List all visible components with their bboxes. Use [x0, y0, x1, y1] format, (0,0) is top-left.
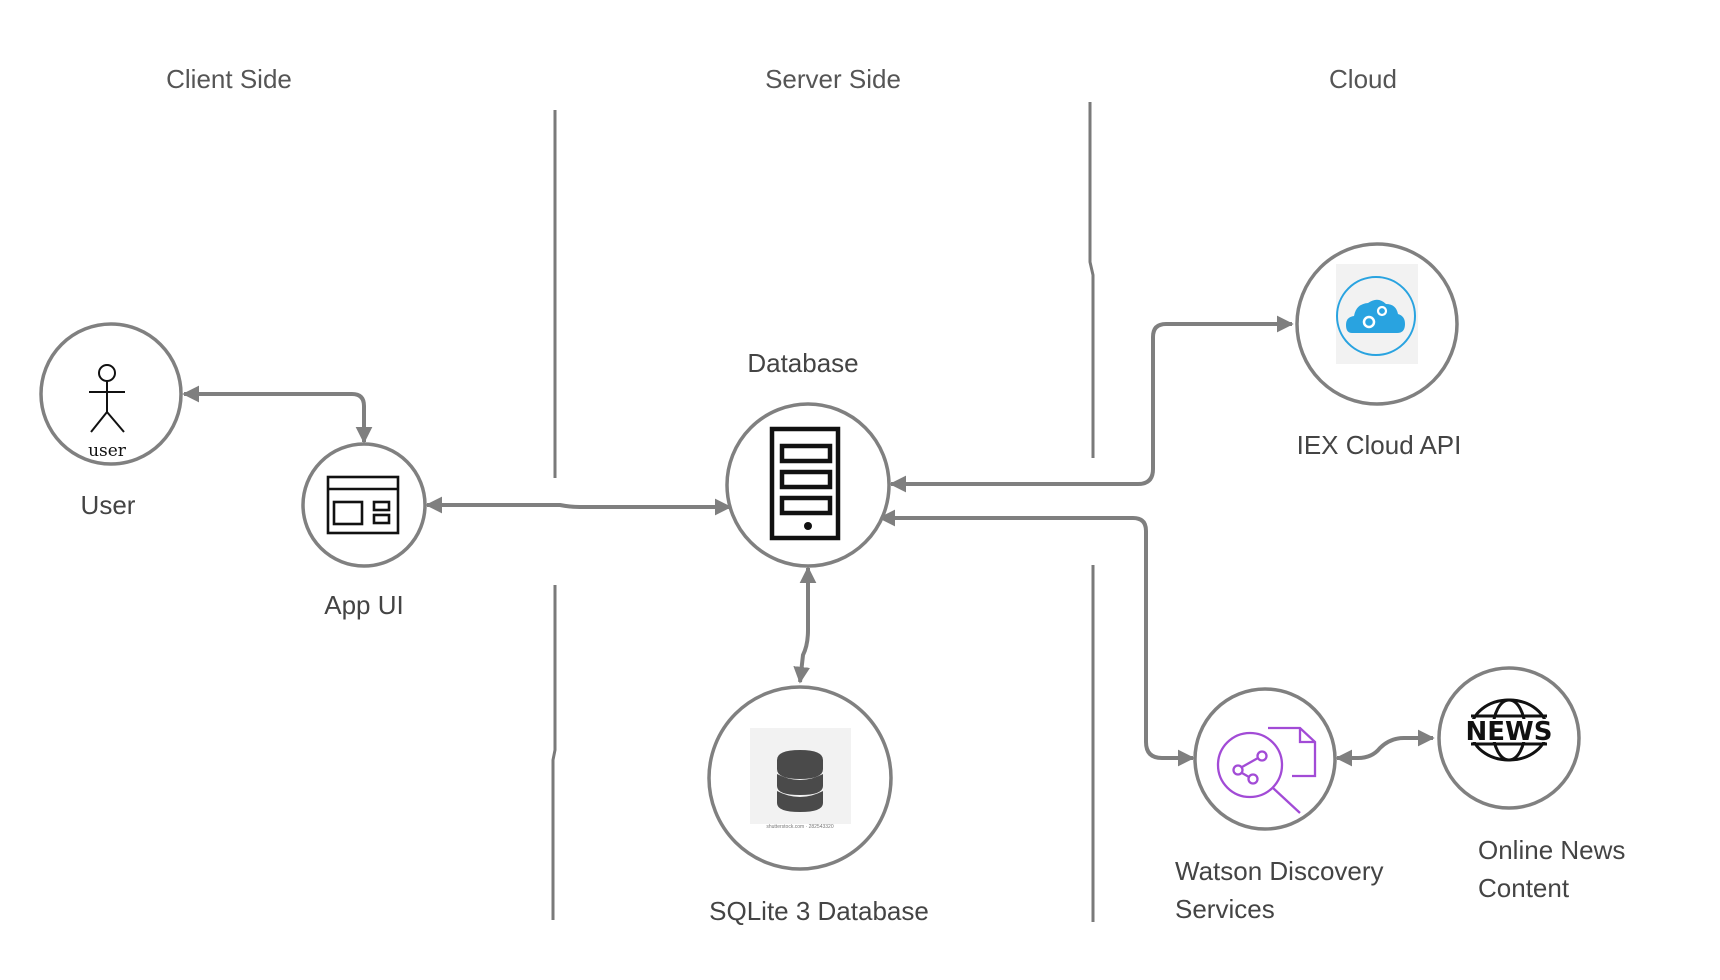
news-node[interactable]: NEWS: [1437, 666, 1581, 810]
zone-label-cloud: Cloud: [1329, 64, 1397, 94]
news-icon-text: NEWS: [1466, 717, 1553, 747]
watson-node[interactable]: [1193, 687, 1337, 831]
iex-label: IEX Cloud API: [1297, 430, 1462, 460]
watson-label-line2: Services: [1175, 894, 1275, 924]
user-stick-figure-icon: [89, 364, 125, 433]
database-node[interactable]: [725, 402, 891, 568]
connector-database-watson: [878, 509, 1195, 767]
app-ui-label: App UI: [324, 590, 404, 620]
server-rack-icon: [769, 426, 841, 541]
database-label: Database: [747, 348, 858, 378]
news-globe-icon: NEWS: [1458, 698, 1560, 762]
zone-label-client: Client Side: [166, 64, 292, 94]
news-label-line2: Content: [1478, 873, 1570, 903]
sqlite-label: SQLite 3 Database: [709, 896, 929, 926]
zone-label-server: Server Side: [765, 64, 901, 94]
connector-database-iex: [889, 315, 1294, 493]
connector-watson-news: [1335, 729, 1435, 767]
app-ui-node[interactable]: [301, 442, 427, 568]
thumbnail-watermark: shutterstock.com · 282543320: [766, 824, 833, 830]
divider-client-server-bottom: [551, 585, 557, 920]
user-node[interactable]: user: [39, 322, 183, 466]
iex-node[interactable]: [1295, 242, 1459, 406]
watson-discovery-icon: [1216, 726, 1317, 814]
news-label-line1: Online News: [1478, 835, 1625, 865]
cloud-gear-icon: [1346, 299, 1405, 333]
watson-label-line1: Watson Discovery: [1175, 856, 1384, 886]
sqlite-node[interactable]: shutterstock.com · 282543320: [707, 685, 893, 871]
connector-database-sqlite: [793, 566, 817, 684]
app-window-icon: [326, 475, 400, 535]
user-label: User: [81, 490, 136, 520]
connector-appui-database: [425, 496, 732, 516]
database-cylinder-icon: [777, 750, 823, 812]
connector-user-appui: [182, 385, 373, 444]
user-icon-caption: user: [88, 441, 127, 461]
divider-server-cloud-top: [1088, 102, 1095, 458]
